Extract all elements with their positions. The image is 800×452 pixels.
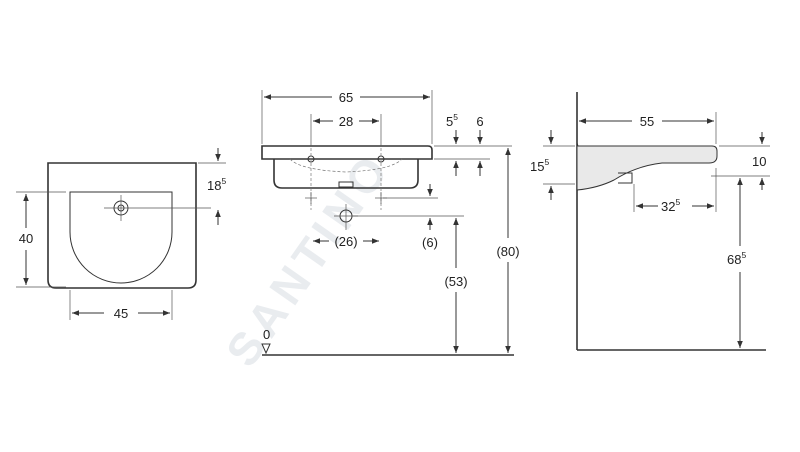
dim-waste-height: (53) [444, 218, 468, 353]
dim-front-width: 65 [261, 90, 433, 144]
waste-outlet [338, 181, 354, 188]
dim-top-offset: 185 [198, 148, 226, 225]
floor-label: 0 [263, 327, 270, 342]
dim-waste-drop-label: (6) [422, 235, 438, 250]
dim-tap-spacing-label: 28 [339, 114, 353, 129]
dim-top-width-label: 45 [114, 306, 128, 321]
top-view-outline [47, 162, 197, 289]
dim-rim-sup: 5 [453, 112, 458, 122]
front-view-rim [261, 145, 433, 160]
top-view: 45 40 185 [16, 148, 226, 321]
dim-top-offset-sup: 5 [221, 176, 226, 186]
dim-top-offset-label: 18 [207, 178, 221, 193]
dim-rim-overhang-label: 6 [476, 114, 483, 129]
side-waste-outlet [618, 172, 633, 184]
dim-side-thickness-label: 10 [752, 154, 766, 169]
dim-side-waste: 325 [633, 168, 717, 214]
side-view: 55 10 155 325 [530, 92, 770, 351]
dim-side-waste-sup: 5 [675, 197, 680, 207]
dim-side-depth: 55 [579, 112, 717, 144]
supply-left-icon [305, 192, 317, 204]
floor-line: 0 [261, 327, 514, 356]
side-view-basin [576, 142, 718, 191]
watermark-text: SANTINO [216, 142, 401, 376]
watermark: SANTINO [216, 142, 401, 376]
dim-side-waste-label: 32 [661, 199, 675, 214]
dim-side-height-sup: 5 [741, 250, 746, 260]
dim-side-bowl-sup: 5 [544, 157, 549, 167]
dim-waste-spacing-label: (26) [334, 234, 357, 249]
bowl-hidden-line [289, 158, 403, 173]
dim-side-thickness: 10 [711, 132, 770, 190]
dim-waste-height-label: (53) [444, 274, 467, 289]
dim-front-width-label: 65 [339, 90, 353, 105]
tap-hole-icon [104, 195, 211, 221]
dim-side-height: 685 [727, 178, 746, 348]
front-view: 65 28 55 6 (26) [261, 90, 520, 356]
svg-text:685: 685 [727, 250, 746, 267]
front-view-bowl [273, 159, 419, 189]
dim-rim-heights: 55 6 [434, 112, 512, 176]
dim-waste-drop: (6) [352, 184, 464, 250]
dim-rim-label: 5 [446, 114, 453, 129]
dim-tap-spacing: 28 [310, 114, 382, 146]
top-view-bowl [69, 191, 173, 284]
dim-top-width: 45 [69, 290, 173, 321]
dim-side-height-label: 68 [727, 252, 741, 267]
dim-total-height-label: (80) [496, 244, 519, 259]
svg-text:185: 185 [207, 176, 226, 193]
dim-top-depth: 40 [16, 191, 66, 288]
dim-side-bowl-label: 15 [530, 159, 544, 174]
dim-waste-spacing: (26) [313, 234, 379, 249]
svg-text:55: 55 [446, 112, 458, 129]
svg-text:155: 155 [530, 157, 549, 174]
dim-side-depth-label: 55 [640, 114, 654, 129]
dim-total-height: (80) [496, 148, 520, 353]
dim-top-depth-label: 40 [19, 231, 33, 246]
svg-text:325: 325 [661, 197, 680, 214]
dim-side-bowl: 155 [530, 130, 575, 200]
